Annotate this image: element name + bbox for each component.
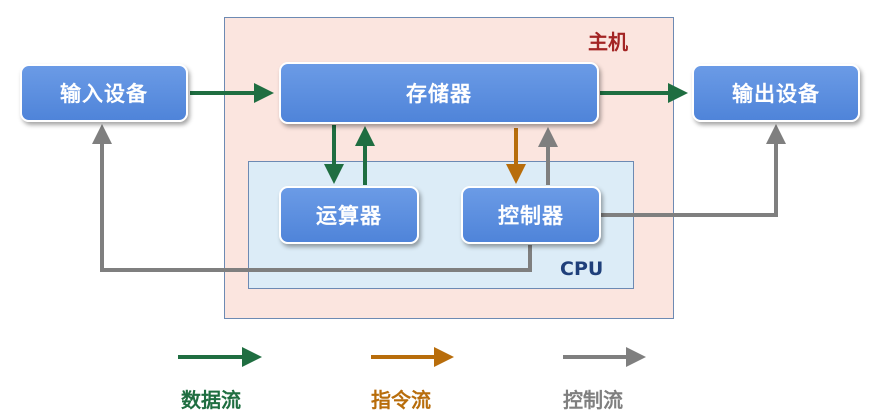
controller-box: 控制器 — [461, 186, 601, 244]
memory-box: 存储器 — [279, 62, 599, 124]
controller-to-input-arrow — [92, 124, 532, 272]
cpu-label: CPU — [560, 258, 604, 280]
output-device-box: 输出设备 — [692, 64, 860, 122]
legend-instruction-flow-label: 指令流 — [371, 388, 431, 412]
input-device-box: 输入设备 — [20, 64, 188, 122]
legend-control-flow-label: 控制流 — [563, 388, 623, 412]
legend-data-flow-label: 数据流 — [181, 388, 241, 412]
alu-box: 运算器 — [279, 186, 419, 244]
controller-to-output-arrow — [601, 124, 786, 217]
host-label: 主机 — [588, 30, 628, 54]
